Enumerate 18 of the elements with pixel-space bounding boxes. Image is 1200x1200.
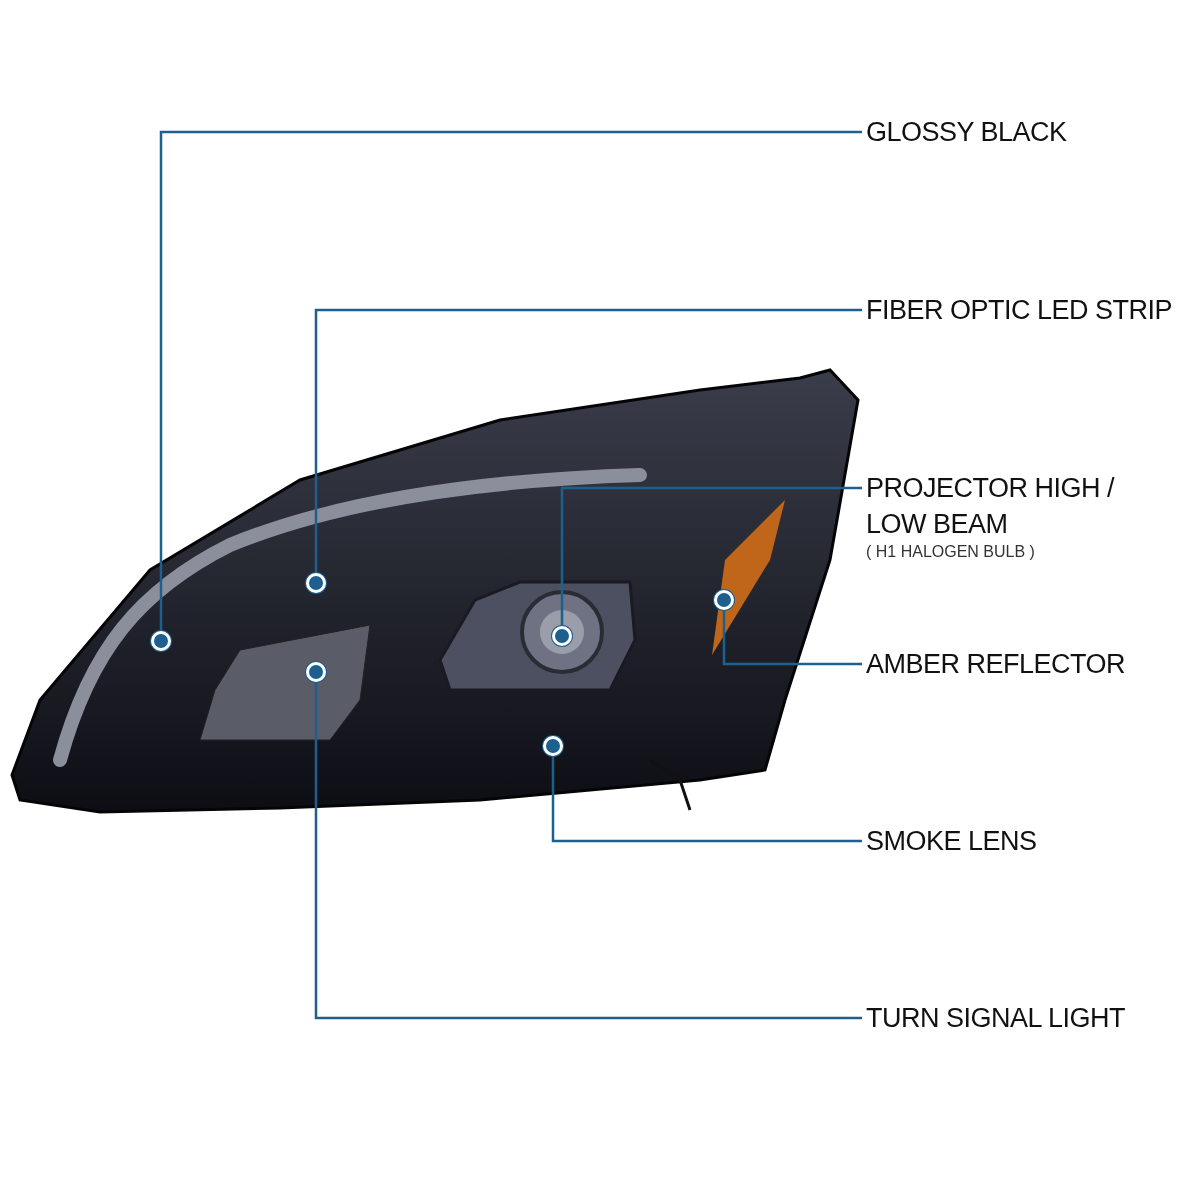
callout-dot	[543, 736, 563, 756]
callout-label: AMBER REFLECTOR	[866, 648, 1126, 681]
callout-dot	[552, 626, 572, 646]
leader-line	[314, 682, 862, 1020]
callout-note: ( H1 HALOGEN BULB )	[866, 542, 1036, 562]
leader-line	[551, 756, 862, 843]
callout-label: FIBER OPTIC LED STRIP	[866, 294, 1173, 327]
callout-dot	[306, 573, 326, 593]
leader-line	[159, 130, 862, 631]
callout-label: SMOKE LENS	[866, 825, 1037, 858]
callout-dot	[151, 631, 171, 651]
leader-line	[314, 308, 862, 573]
callout-label: TURN SIGNAL LIGHT	[866, 1002, 1126, 1035]
callout-dot	[306, 662, 326, 682]
callout-label: GLOSSY BLACK	[866, 116, 1067, 149]
callout-label: PROJECTOR HIGH / LOW BEAM	[866, 472, 1116, 541]
leader-line	[722, 610, 862, 666]
callout-dot	[714, 590, 734, 610]
